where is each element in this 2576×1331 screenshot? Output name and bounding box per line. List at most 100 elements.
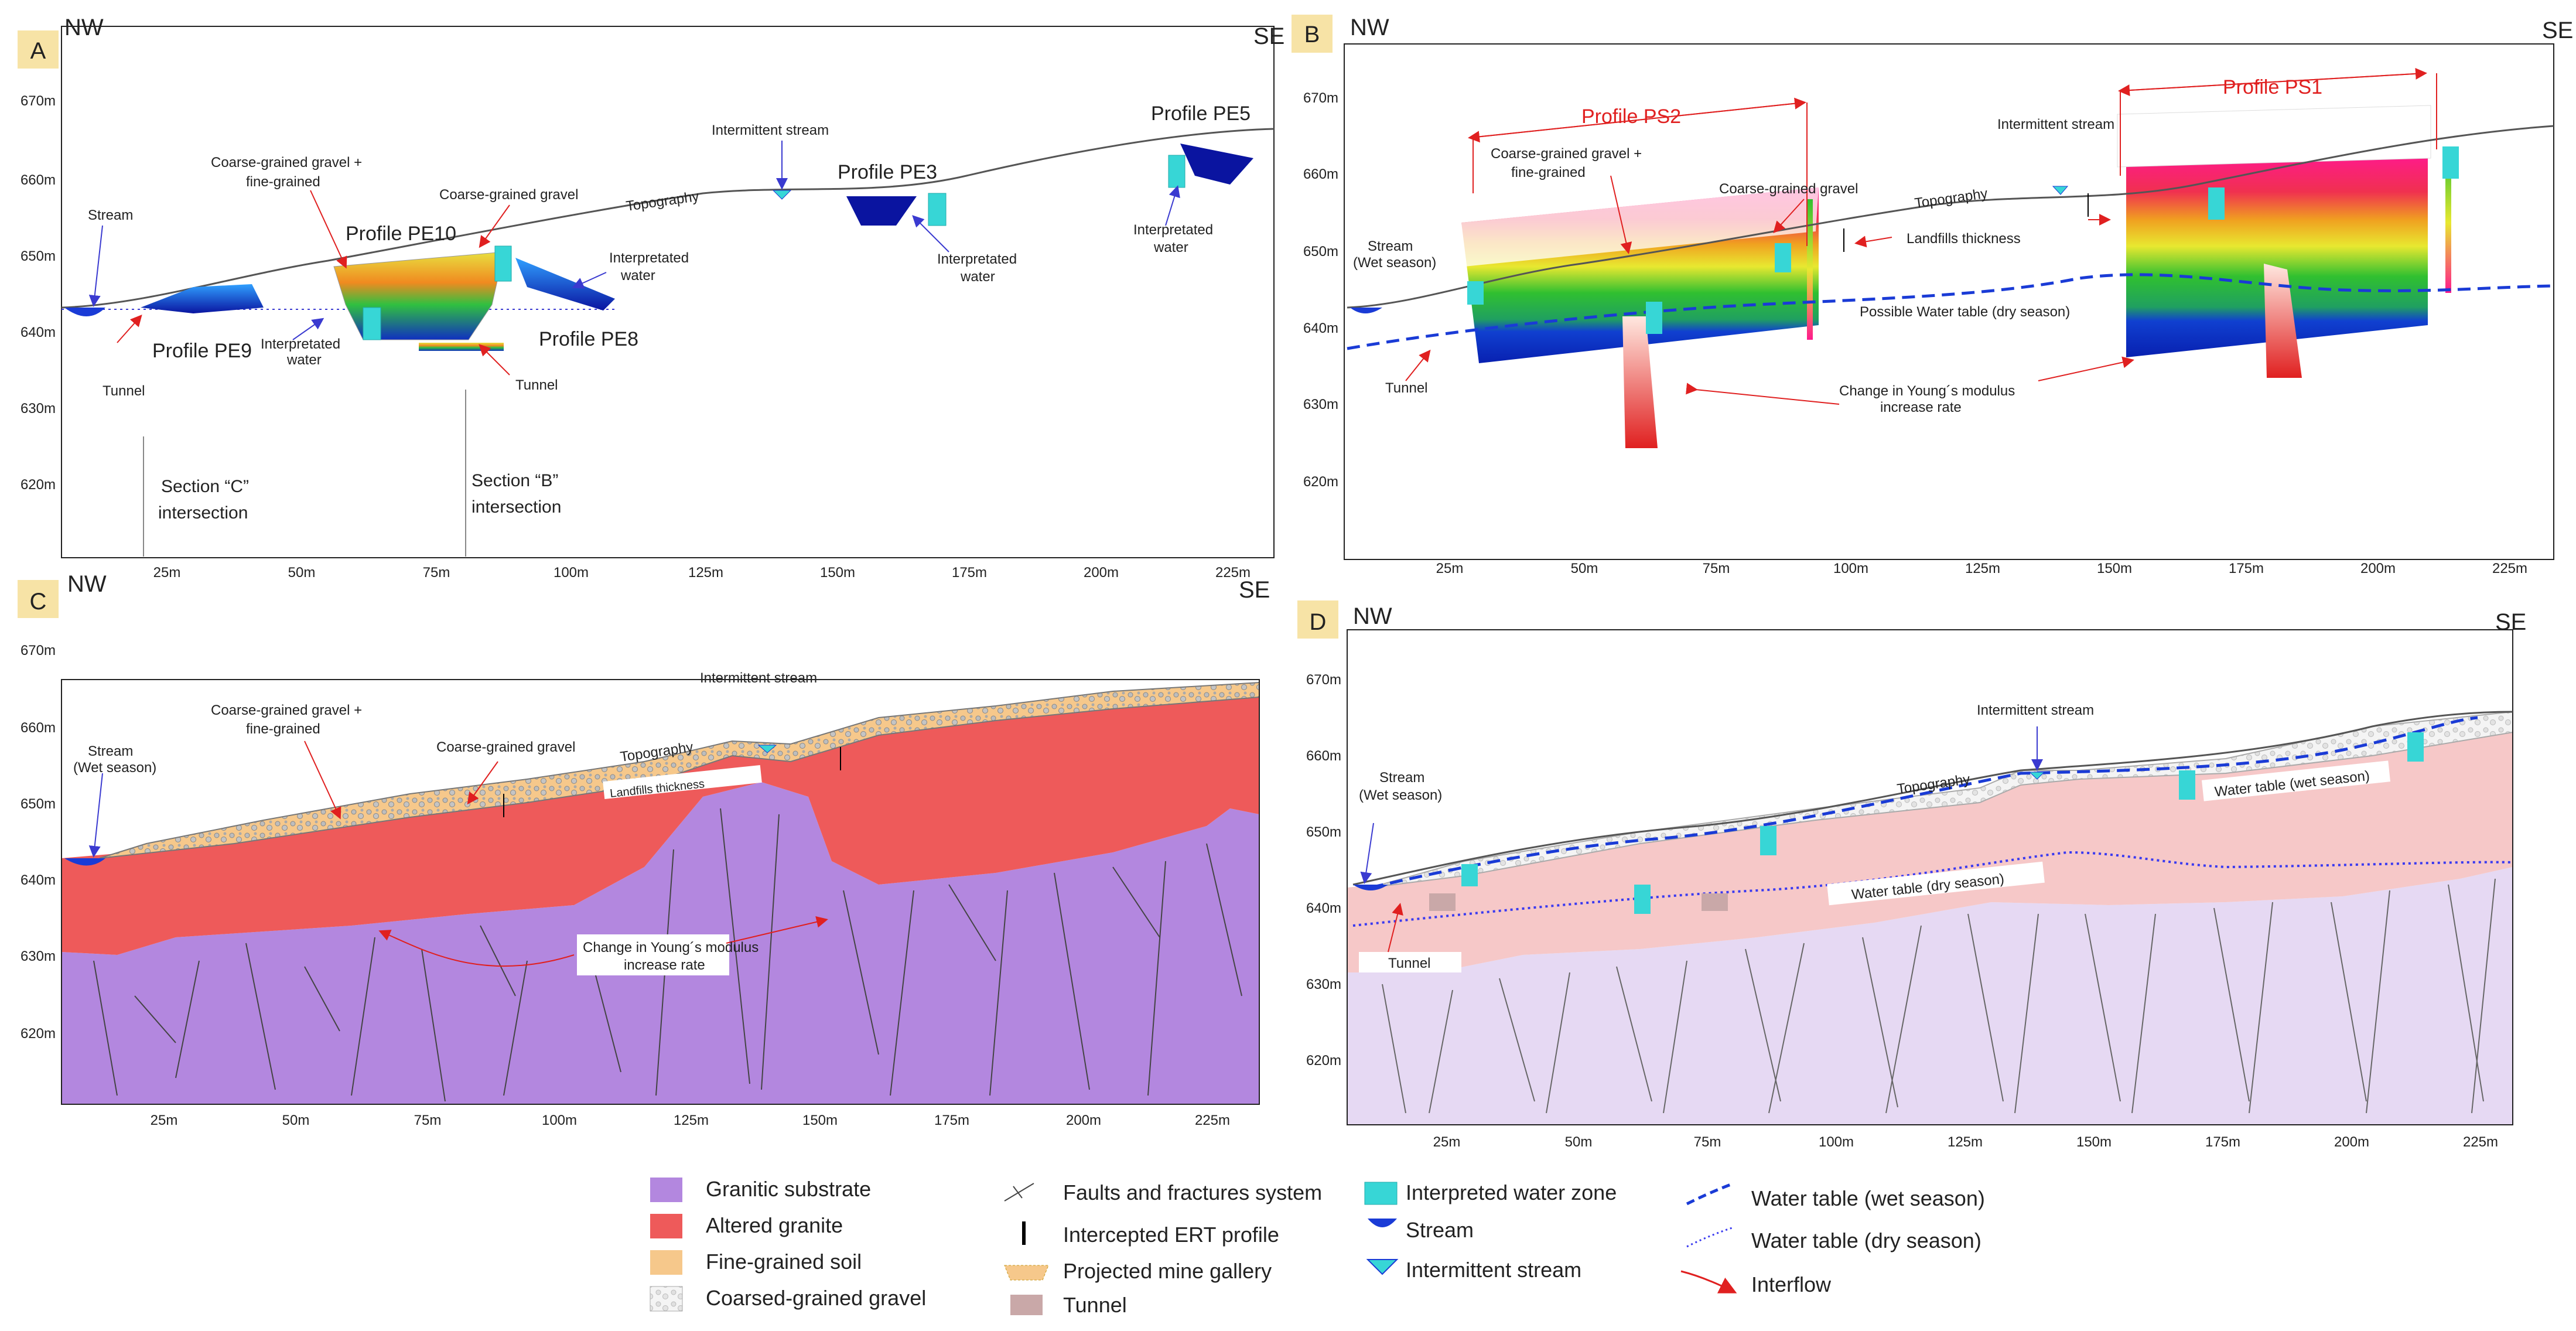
- panel-c-badge: [18, 580, 59, 618]
- water-zone-icon: [1364, 1182, 1398, 1205]
- section-b-label: Section “B”: [472, 471, 558, 490]
- se-label: SE: [1253, 23, 1284, 49]
- x-tick: 150m: [802, 1112, 838, 1128]
- legend-stream: Stream: [1406, 1218, 1474, 1242]
- tunnel-label: Tunnel: [515, 377, 558, 393]
- water-zone-icon: [1646, 302, 1662, 334]
- x-tick: 100m: [542, 1112, 577, 1128]
- water-label: Interpretated: [937, 251, 1017, 267]
- gravel-label: Coarse-grained gravel +: [211, 702, 362, 718]
- water-label: water: [286, 352, 322, 368]
- panel-d-badge: [1297, 600, 1338, 639]
- interflow-icon: [1680, 1270, 1737, 1294]
- legend-wt-dry: Water table (dry season): [1751, 1228, 1981, 1252]
- topography-line: [1347, 125, 2554, 309]
- water-label: water: [1153, 240, 1188, 255]
- water-zone-icon: [1760, 826, 1776, 855]
- y-tick: 620m: [1303, 474, 1338, 490]
- gravel-label: Coarse-grained gravel: [436, 739, 575, 755]
- panel-b: B NW SE 670m 660m 650m 640m 630m 620m 25…: [1292, 15, 2573, 576]
- profile-pe5-label: Profile PE5: [1151, 103, 1251, 125]
- y-tick: 640m: [21, 325, 56, 340]
- water-table-wet-line: [1370, 716, 2478, 889]
- x-tick: 100m: [554, 565, 589, 581]
- x-tick: 175m: [934, 1112, 969, 1128]
- panel-c: C NW SE 670m 660m 650m 640m 630m 620m 25…: [18, 571, 1270, 1128]
- y-axis: 670m 660m 650m 640m 630m 620m: [1303, 90, 1338, 490]
- granitic-substrate: [1347, 867, 2513, 1125]
- panel-letter: D: [1310, 609, 1327, 635]
- tunnel-icon: [1702, 893, 1728, 911]
- legend-ert: Intercepted ERT profile: [1063, 1223, 1279, 1247]
- water-zone-icon: [1467, 281, 1484, 305]
- profile-span-arrows: [1405, 67, 2437, 405]
- x-tick: 50m: [288, 565, 316, 581]
- stream-label: Stream: [88, 207, 133, 223]
- legend-interflow: Interflow: [1751, 1272, 1832, 1296]
- water-zone-icon: [2407, 732, 2424, 762]
- stream-label: (Wet season): [1353, 255, 1436, 271]
- y-tick: 620m: [21, 1026, 56, 1042]
- legend-faults: Faults and fractures system: [1063, 1180, 1322, 1204]
- water-label: Interpretated: [609, 250, 689, 266]
- water-zone-icon: [2208, 187, 2225, 220]
- x-tick: 50m: [1565, 1134, 1593, 1150]
- wt-dry-box: [1827, 861, 2045, 906]
- y-tick: 630m: [21, 401, 56, 417]
- x-tick: 125m: [688, 565, 723, 581]
- x-tick: 75m: [414, 1112, 442, 1128]
- y-tick: 640m: [1306, 900, 1341, 916]
- y-tick: 640m: [1303, 320, 1338, 336]
- legend-altered: Altered granite: [706, 1213, 843, 1237]
- legend-intermittent: Intermittent stream: [1406, 1258, 1581, 1282]
- stream-icon: [64, 308, 105, 316]
- x-tick: 200m: [2334, 1134, 2369, 1150]
- gravel-swatch: [650, 1286, 683, 1312]
- tunnel-label: Tunnel: [1388, 955, 1431, 971]
- profile-pe3-image: [846, 196, 917, 226]
- panel-b-badge: [1292, 15, 1333, 53]
- tunnel-label: Tunnel: [1385, 380, 1428, 396]
- nw-label: NW: [1353, 603, 1392, 629]
- water-label: Interpretated: [261, 336, 340, 352]
- tunnel-icon: [1429, 893, 1456, 911]
- y-tick: 650m: [1303, 244, 1338, 260]
- y-axis: 670m 660m 650m 640m 630m 620m: [21, 643, 56, 1042]
- water-zone-icon: [1461, 864, 1478, 886]
- y-tick: 670m: [1303, 90, 1338, 106]
- x-tick: 75m: [1703, 561, 1730, 576]
- water-zone-icon: [494, 245, 512, 282]
- x-tick: 200m: [1084, 565, 1119, 581]
- faults-fractures: [1382, 878, 2496, 1114]
- x-tick: 25m: [151, 1112, 178, 1128]
- y-tick: 660m: [1303, 166, 1338, 182]
- x-axis: 25m 50m 75m 100m 125m 150m 175m 200m 225…: [153, 565, 1251, 581]
- water-table-label: Possible Water table (dry season): [1860, 304, 2070, 320]
- water-zone-icon: [1634, 885, 1651, 914]
- x-tick: 225m: [2492, 561, 2527, 576]
- water-zone-icon: [363, 307, 381, 340]
- se-label: SE: [1239, 577, 1270, 603]
- x-tick: 100m: [1833, 561, 1868, 576]
- y-tick: 650m: [21, 248, 56, 264]
- profile-pe8-image: [515, 258, 615, 310]
- x-tick: 25m: [153, 565, 181, 581]
- gravel-label: Coarse-grained gravel: [1719, 181, 1858, 197]
- panel-letter: A: [30, 38, 46, 64]
- water-label: Interpretated: [1133, 222, 1213, 238]
- stream-label: Stream: [1379, 770, 1424, 786]
- y-tick: 630m: [1303, 397, 1338, 412]
- x-tick: 200m: [1066, 1112, 1101, 1128]
- profile-pe3-label: Profile PE3: [838, 161, 937, 183]
- x-axis: 25m 50m 75m 100m 125m 150m 175m 200m 225…: [1436, 561, 2527, 576]
- dry-line-icon: [1686, 1226, 1734, 1248]
- intermittent-stream-label: Intermittent stream: [1977, 702, 2094, 718]
- profile-pe9-label: Profile PE9: [152, 340, 252, 362]
- topography-line: [61, 128, 1275, 309]
- x-tick: 200m: [2360, 561, 2396, 576]
- water-table-dry-line: [1347, 273, 2554, 350]
- x-tick: 150m: [2097, 561, 2132, 576]
- x-axis: 25m 50m 75m 100m 125m 150m 175m 200m 225…: [151, 1112, 1230, 1128]
- section-b-label: intersection: [472, 497, 561, 517]
- y-tick: 660m: [21, 172, 56, 188]
